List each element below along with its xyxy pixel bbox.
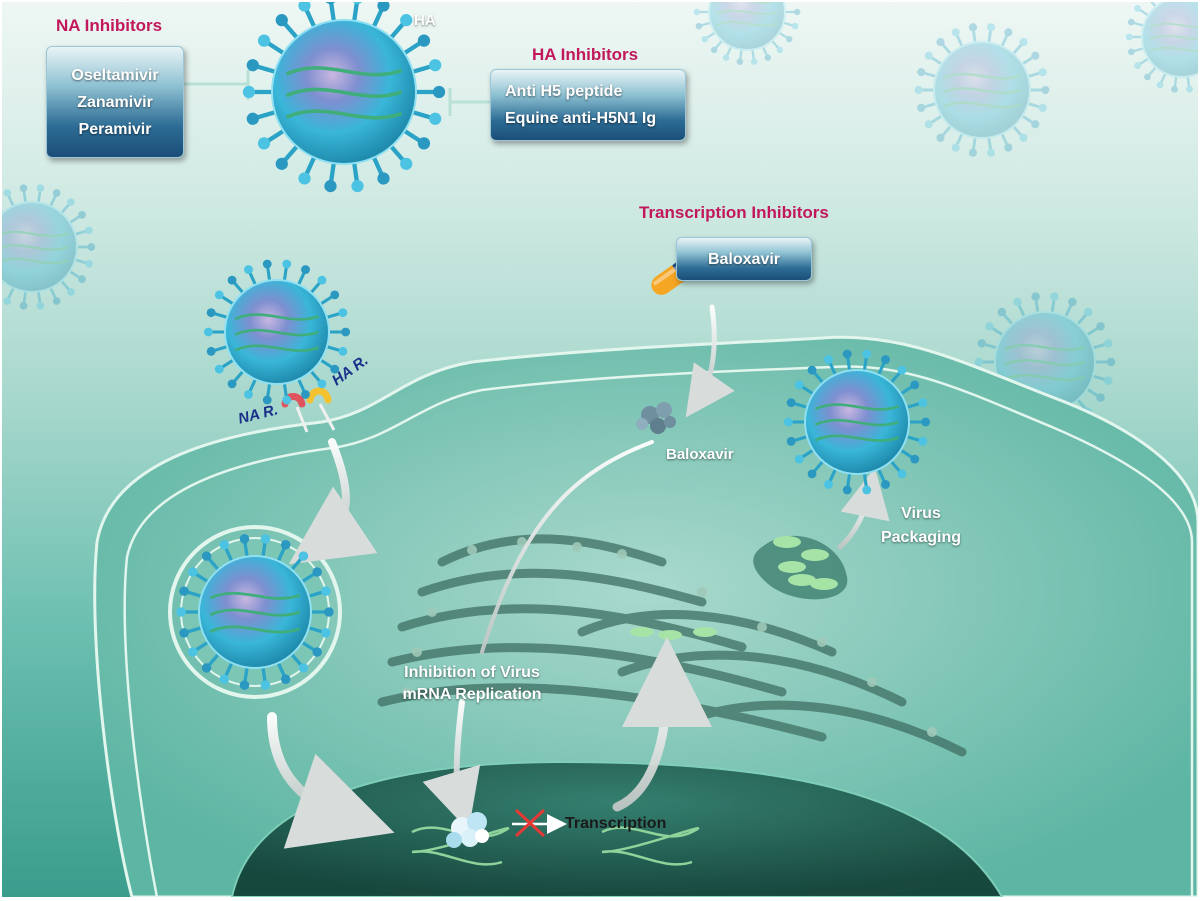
baloxavir-label: Baloxavir <box>666 446 734 463</box>
na-inhibitors-heading: NA Inhibitors <box>56 16 162 36</box>
virus-faded-icon <box>2 184 95 309</box>
na-inhibitors-box: Oseltamivir Zanamivir Peramivir <box>46 46 184 158</box>
ha-drug-equine-ig: Equine anti-H5N1 Ig <box>505 105 656 132</box>
na-drug-peramivir: Peramivir <box>79 116 152 143</box>
ha-drug-anti-h5-peptide: Anti H5 peptide <box>505 78 622 105</box>
transcription-inhibitors-heading: Transcription Inhibitors <box>639 203 829 223</box>
ha-inhibitors-heading: HA Inhibitors <box>532 45 638 65</box>
na-drug-oseltamivir: Oseltamivir <box>71 62 158 89</box>
transcription-inhibitor-box: Baloxavir <box>676 237 812 281</box>
virus-packaging-line1: Virus <box>866 502 976 526</box>
virus-packaging-line2: Packaging <box>866 526 976 550</box>
inhibition-label: Inhibition of Virus mRNA Replication <box>382 662 562 706</box>
transcription-label: Transcription <box>565 815 666 833</box>
inhibition-label-line1: Inhibition of Virus <box>382 662 562 684</box>
virus-faded-icon <box>694 2 801 65</box>
virus-faded-icon <box>915 23 1050 157</box>
inhibition-label-line2: mRNA Replication <box>382 684 562 706</box>
ha-inhibitors-box: Anti H5 peptide Equine anti-H5N1 Ig <box>490 69 686 141</box>
ha-label: HA <box>414 12 436 29</box>
virus-faded-icon <box>1126 2 1198 93</box>
na-drug-zanamivir: Zanamivir <box>77 89 153 116</box>
virus-entry-icon <box>204 260 350 405</box>
baloxavir-drug: Baloxavir <box>708 246 780 273</box>
virus-packaging-label: Virus Packaging <box>866 502 976 550</box>
virus-ha-target-icon <box>243 2 445 192</box>
